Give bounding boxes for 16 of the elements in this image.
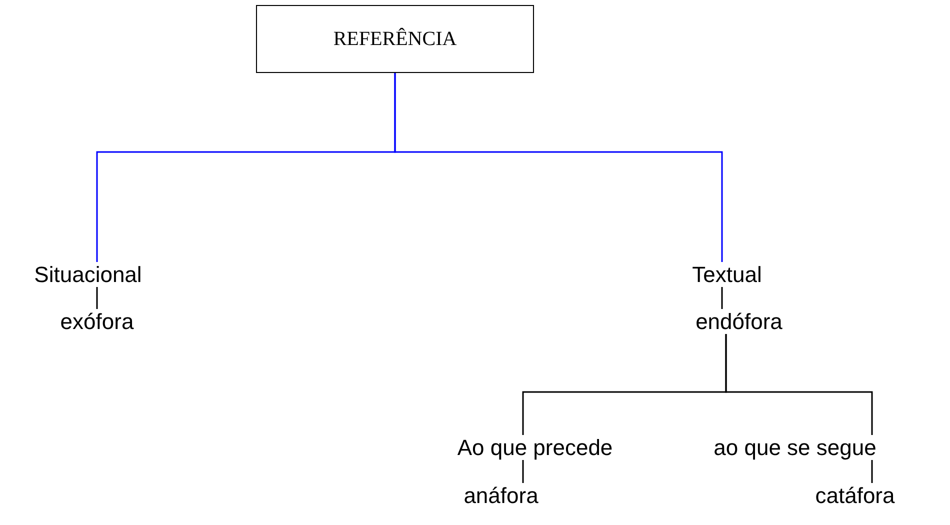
node-label: REFERÊNCIA (333, 26, 457, 52)
node-label: exófora (60, 309, 134, 334)
node-label: anáfora (464, 483, 538, 508)
node-label: Ao que precede (457, 435, 613, 460)
node-label: Situacional (34, 262, 142, 287)
connector-line (522, 460, 524, 483)
node-label: Textual (692, 262, 762, 287)
connector-line (721, 287, 723, 309)
node-label: endófora (696, 309, 782, 334)
connector-line (96, 287, 98, 309)
connector-line (394, 73, 723, 262)
connector-line (871, 460, 873, 483)
process-box (256, 5, 534, 73)
node-label: catáfora (815, 483, 895, 508)
connector-line (725, 334, 873, 435)
node-label: ao que se segue (714, 435, 876, 460)
